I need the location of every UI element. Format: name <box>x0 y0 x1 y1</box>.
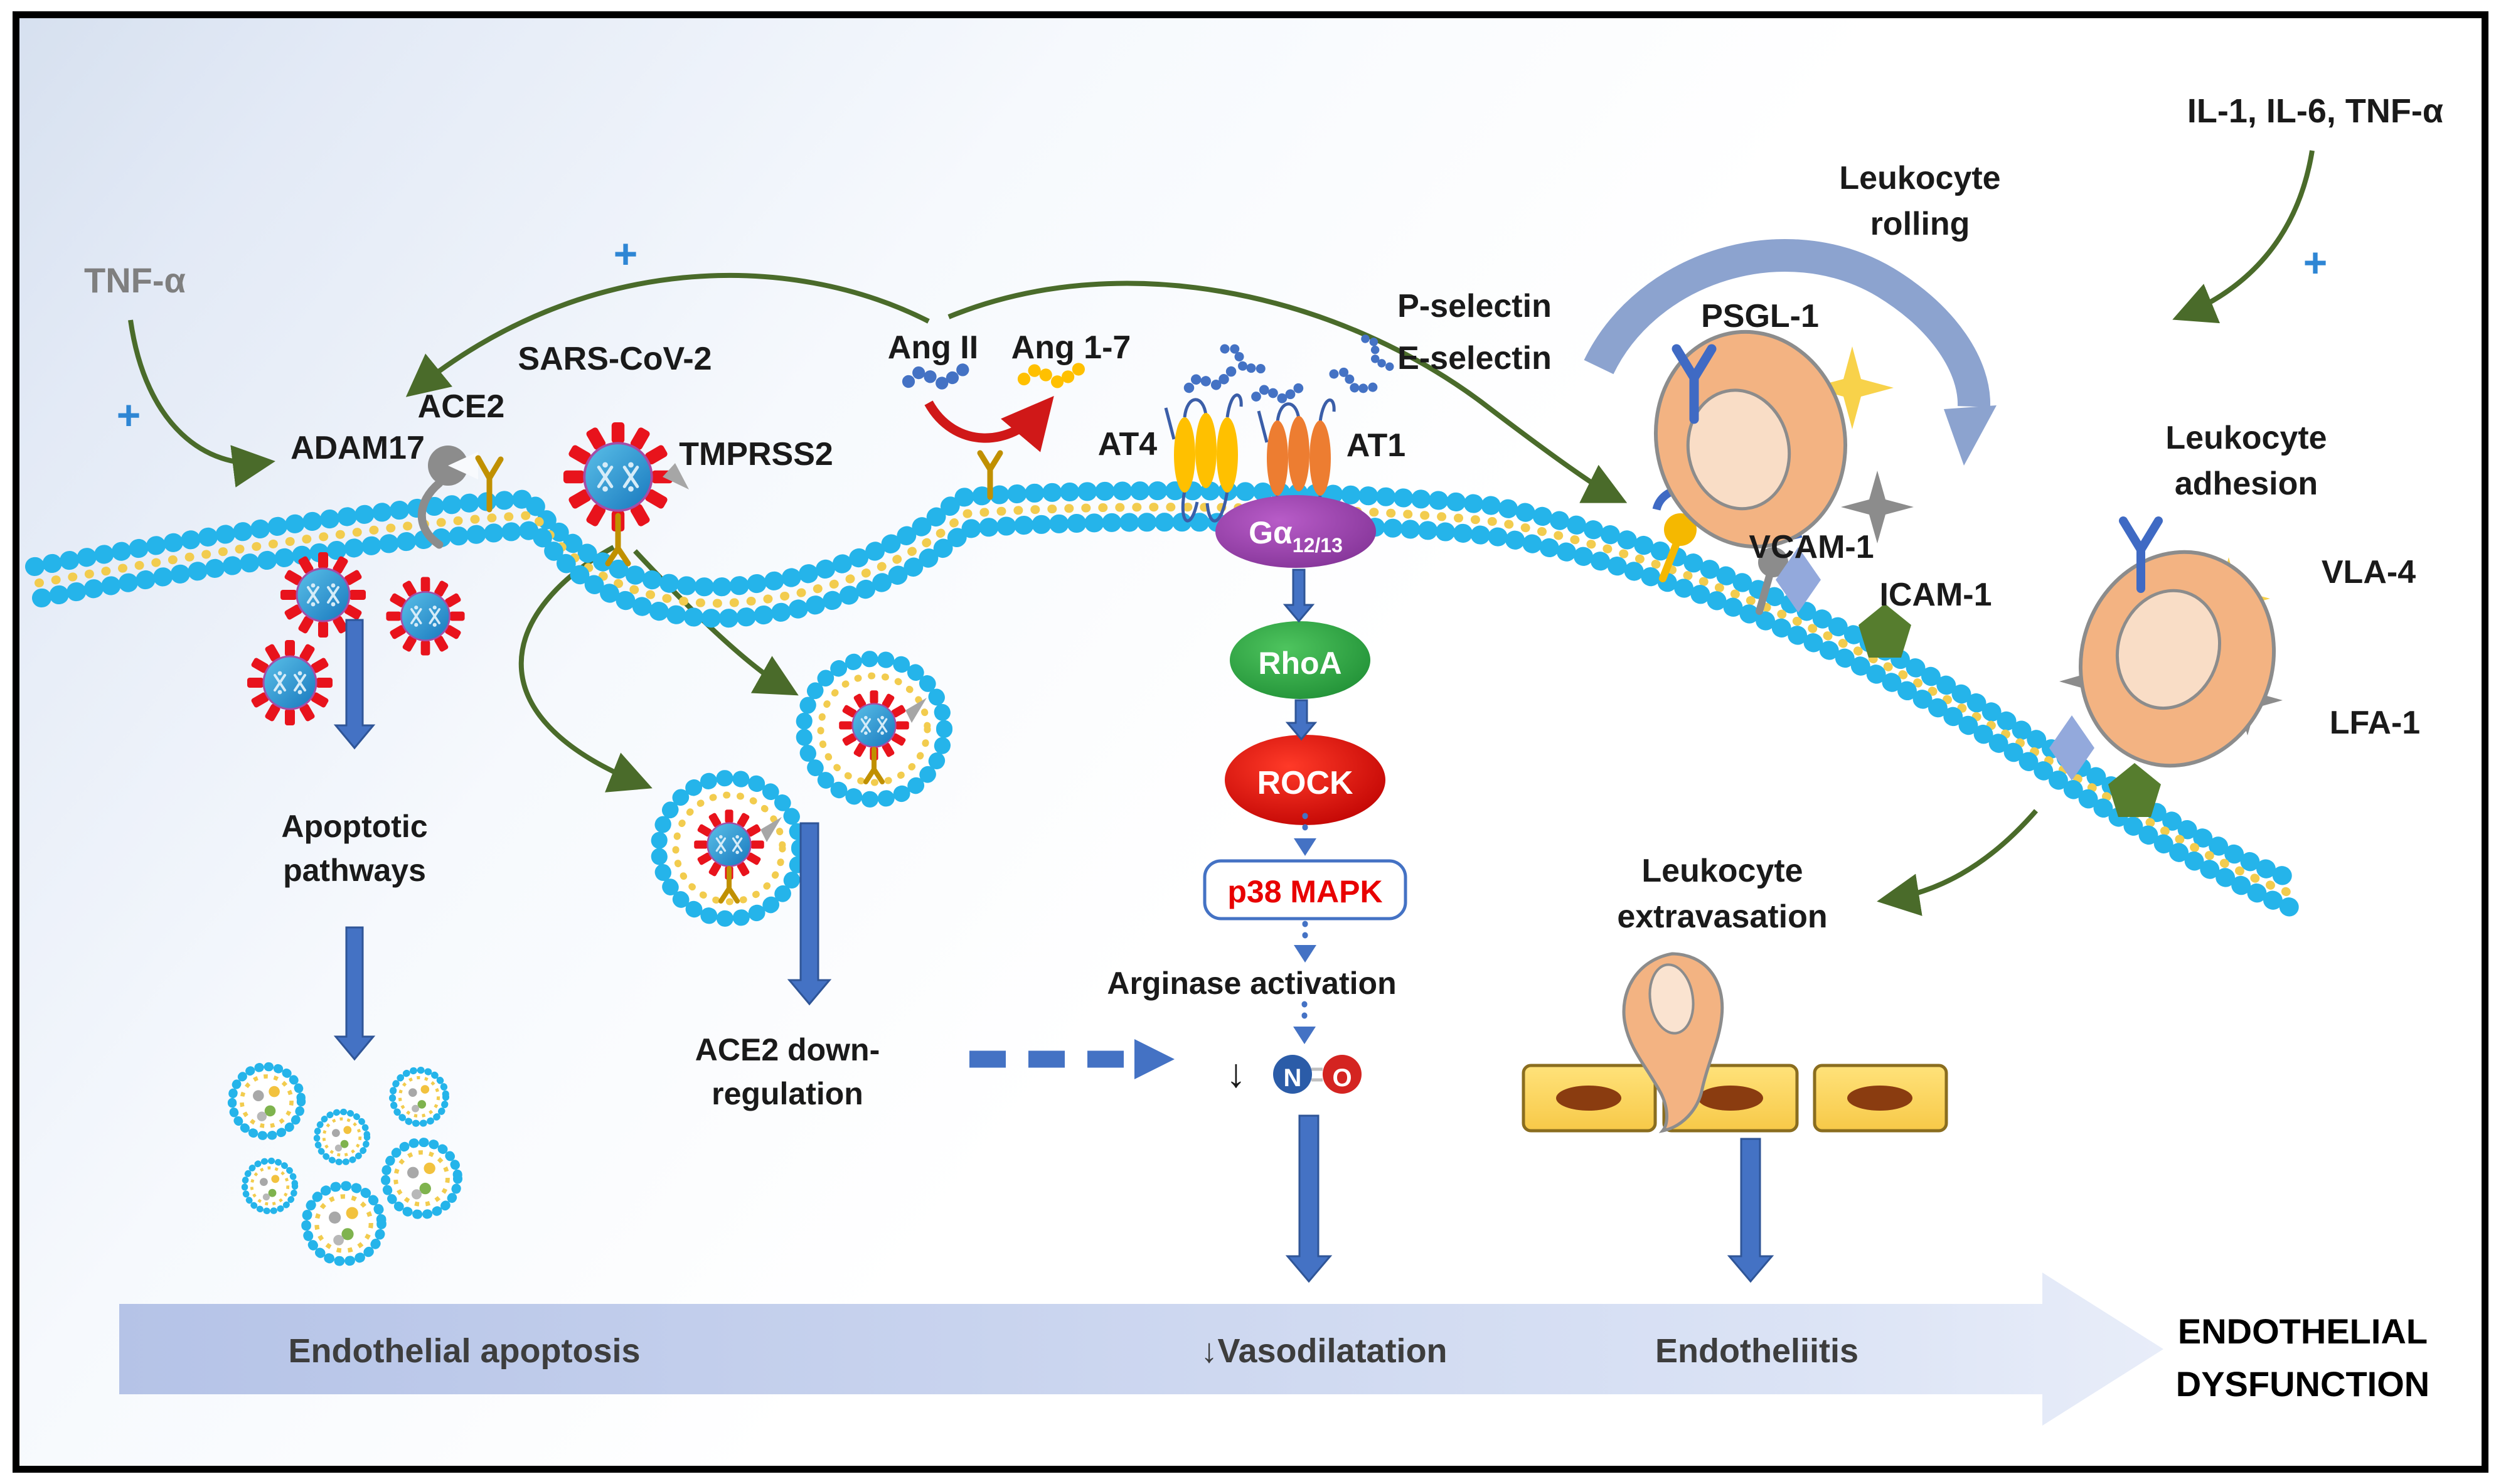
galpha-main: Gα <box>1249 515 1293 550</box>
nitrogen-circle <box>1273 1055 1312 1094</box>
apoptotic-bodies-group <box>232 1067 458 1261</box>
at4-receptor-icon <box>1164 393 1243 523</box>
ace2-receptor-free-icon <box>977 450 1003 500</box>
nitrogen-label: N <box>1283 1064 1302 1092</box>
virus-ace2-stem-icon <box>605 513 631 567</box>
rhoa-node <box>1230 621 1370 699</box>
ace2-receptor-icon <box>475 455 504 513</box>
icam1-label: ICAM-1 <box>1879 577 1992 613</box>
arginase-activation-label: Arginase activation <box>1107 966 1397 1001</box>
icam1-icon <box>1858 604 1911 658</box>
ang-1-7-label: Ang 1-7 <box>1011 329 1131 366</box>
p38-mapk-label: p38 MAPK <box>1227 874 1383 909</box>
endothelial-dysfunction-label: ENDOTHELIAL DYSFUNCTION <box>2175 1311 2430 1404</box>
plus-sign-left: + <box>116 392 141 438</box>
tnf-alpha-label: TNF-α <box>84 260 186 300</box>
at4-label: AT4 <box>1097 426 1158 462</box>
adhesion-to-extravasation-arrow <box>1877 809 2039 916</box>
rock-label: ROCK <box>1257 765 1353 801</box>
galpha-subscript: 12/13 <box>1292 534 1343 557</box>
bar-endothelial-apoptosis-label: Endothelial apoptosis <box>288 1332 641 1370</box>
rhoa-label: RhoA <box>1258 646 1342 681</box>
cell-nucleus-1 <box>1556 1086 1621 1111</box>
cell-nucleus-3 <box>1847 1086 1912 1111</box>
tmprss2-label: TMPRSS2 <box>679 436 833 472</box>
solid-blue-arrows <box>333 569 1774 1283</box>
extravasation-graphic <box>1522 952 1948 1133</box>
vesicle-to-ace2down-arrow <box>787 822 832 1006</box>
bar-vasodilatation-label: ↓Vasodilatation <box>1200 1332 1448 1370</box>
outcome-bar-arrow <box>119 1273 2163 1426</box>
galpha-label: Gα12/13 <box>1215 511 1376 560</box>
adam17-enzyme-icon <box>417 446 478 549</box>
dotted-arrowheads <box>1293 838 1316 1044</box>
galpha-node <box>1215 495 1376 568</box>
transmigrating-leukocyte-nucleus <box>1648 963 1695 1035</box>
endosome-vesicle-1 <box>799 654 949 804</box>
adam17-label: ADAM17 <box>291 430 425 466</box>
adhesion-leukocyte <box>2049 516 2283 817</box>
oxygen-label: O <box>1332 1064 1352 1092</box>
cell-nucleus-2 <box>1698 1086 1763 1111</box>
psgl1-receptor-icon <box>1672 344 1717 424</box>
p38-mapk-box <box>1203 859 1407 921</box>
bar-endotheliitis-label: Endotheliitis <box>1655 1332 1858 1370</box>
tnf-to-adam17-arrow <box>128 319 275 488</box>
angii-to-selectins-arrow <box>947 280 1628 503</box>
psgl1-receptor-adhesion-icon <box>2119 516 2163 593</box>
p-selectin-label: P-selectin <box>1397 288 1552 324</box>
endosome-vesicle-2 <box>654 773 804 924</box>
vcam1-label: VCAM-1 <box>1749 529 1874 565</box>
galpha-to-rhoa-arrow <box>1282 569 1315 623</box>
leukocyte-rolling-label: Leukocyte rolling <box>1839 160 2001 242</box>
rolling-band-arrow <box>1584 239 1991 407</box>
ang-ii-label: Ang II <box>887 329 979 366</box>
vcam1-icon-2 <box>2049 715 2094 781</box>
nitric-oxide-icon <box>1273 1055 1362 1094</box>
angii-conversion-arrow <box>924 395 1054 452</box>
transmigrating-leukocyte <box>1622 952 1724 1133</box>
ace2-label: ACE2 <box>417 388 505 425</box>
no-to-bar-arrow <box>1285 1114 1333 1283</box>
at1-label: AT1 <box>1346 427 1406 464</box>
rolling-leukocyte <box>1653 329 1914 549</box>
green-arrows-group <box>128 150 2315 916</box>
p-selectin-icon <box>1659 513 1697 582</box>
psgl1-label: PSGL-1 <box>1701 298 1819 334</box>
cytokines-arrow <box>2172 150 2315 324</box>
e-selectin-icon <box>1756 547 1788 615</box>
apoptosis-arrow-1 <box>333 619 376 750</box>
leukocyte-adhesion-label: Leukocyte adhesion <box>2165 420 2327 502</box>
sars-cov-2-label: SARS-CoV-2 <box>518 341 712 377</box>
icam1-icon-2 <box>2108 763 2161 817</box>
apoptotic-pathways-label: Apoptotic pathways <box>281 809 428 888</box>
virion-intracellular-3 <box>246 639 334 727</box>
tmprss2-pointer-icon <box>663 463 689 489</box>
lfa1-star-rolling <box>1841 471 1914 543</box>
ace2down-to-no-dashed-arrow <box>969 1039 1175 1079</box>
oxygen-circle <box>1323 1055 1362 1094</box>
angii-to-ace2-arrow <box>405 272 930 397</box>
cytokines-label: IL-1, IL-6, TNF-α <box>2187 92 2444 130</box>
vla4-star-rolling <box>1811 346 1894 429</box>
rhoa-to-rock-arrow <box>1285 699 1318 741</box>
apoptosis-arrow-2 <box>333 926 376 1061</box>
e-selectin-label: E-selectin <box>1397 340 1552 376</box>
vla4-label: VLA-4 <box>2321 554 2416 590</box>
rolling-band-arrowhead <box>1944 405 1997 466</box>
no-decrease-arrow-label: ↓ <box>1226 1050 1246 1096</box>
vcam1-icon <box>1776 547 1821 612</box>
lfa1-label: LFA-1 <box>2329 705 2421 741</box>
ace2-downregulation-label: ACE2 down-regulation <box>695 1032 880 1111</box>
leukocyte-extravasation-label: Leukocyte extravasation <box>1617 853 1828 935</box>
plus-sign-middle: + <box>613 230 638 277</box>
plus-sign-right: + <box>2303 239 2328 286</box>
rock-node <box>1225 735 1385 825</box>
endotheliitis-arrow <box>1727 1138 1774 1283</box>
virion-intracellular-2 <box>385 575 466 657</box>
dotted-arrows <box>1301 813 1308 1030</box>
